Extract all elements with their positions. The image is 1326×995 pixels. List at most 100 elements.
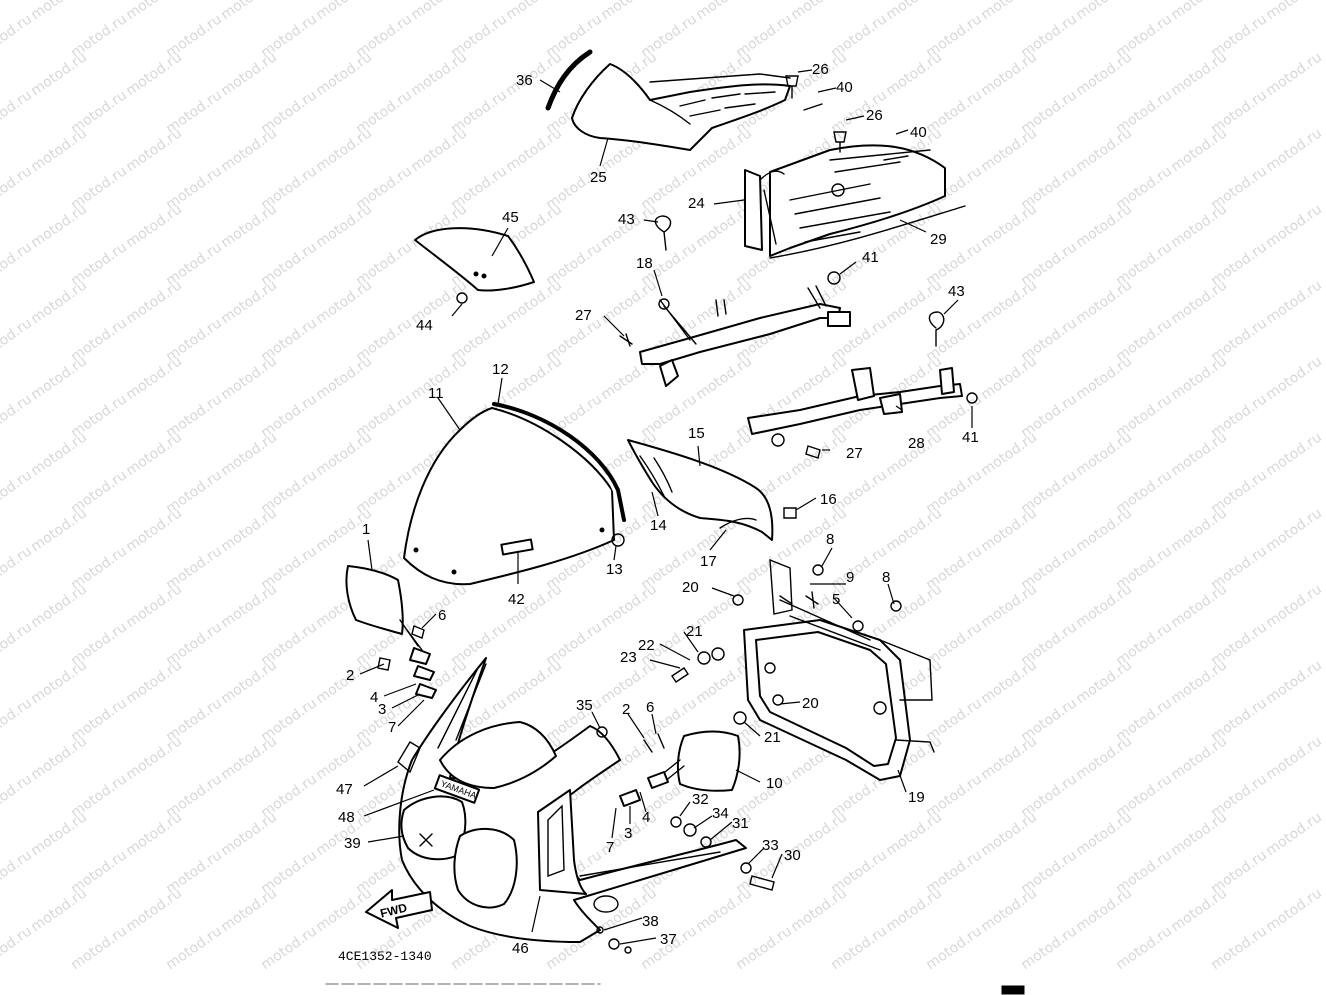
callout-c36a: 36 [516,72,533,89]
watermark-text: motod.ru [313,733,375,783]
watermark-text: motod.ru [1168,429,1230,479]
watermark-text: motod.ru [0,923,35,973]
watermark-text: motod.ru [218,277,280,327]
callout-c33: 33 [762,837,779,854]
watermark-text: motod.ru [1168,353,1230,403]
watermark-text: motod.ru [0,163,35,213]
watermark-text: motod.ru [1263,885,1325,935]
callout-c2a: 2 [346,667,354,684]
callout-c15: 15 [688,425,705,442]
callout-c13: 13 [606,561,623,578]
part-12-trim [492,402,626,522]
watermark-text: motod.ru [883,0,945,23]
watermark-text: motod.ru [123,809,185,859]
callout-c29: 29 [930,231,947,248]
watermark-text: motod.ru [1073,0,1135,23]
watermark-text: motod.ru [0,847,35,897]
watermark-text: motod.ru [313,353,375,403]
watermark-text: motod.ru [313,201,375,251]
callout-c5: 5 [832,591,840,608]
watermark-text: motod.ru [978,657,1040,707]
watermark-text: motod.ru [123,0,185,23]
watermark-text: motod.ru [123,49,185,99]
watermark-text: motod.ru [883,809,945,859]
callout-c34: 34 [712,805,729,822]
watermark-text: motod.ru [218,885,280,935]
watermark-text: motod.ru [1073,885,1135,935]
watermark-text: motod.ru [978,49,1040,99]
watermark-text: motod.ru [28,657,90,707]
watermark-text: motod.ru [258,923,320,973]
watermark-text: motod.ru [1073,505,1135,555]
callout-c40b: 40 [910,124,927,141]
watermark-text: motod.ru [0,543,35,593]
watermark-text: motod.ru [28,809,90,859]
watermark-text: motod.ru [598,0,660,23]
watermark-text: motod.ru [28,125,90,175]
watermark-text: motod.ru [1073,581,1135,631]
watermark-text: motod.ru [598,581,660,631]
watermark-text: motod.ru [828,923,890,973]
callout-c27a: 27 [575,307,592,324]
callout-c47: 47 [336,781,353,798]
watermark-text: motod.ru [788,505,850,555]
watermark-text: motod.ru [1263,0,1325,23]
watermark-text: motod.ru [978,125,1040,175]
watermark-text: motod.ru [0,87,35,137]
watermark-text: motod.ru [123,201,185,251]
watermark-text: motod.ru [28,49,90,99]
watermark-text: motod.ru [1263,277,1325,327]
drawing-code: 4CE1352-1340 [338,949,432,964]
watermark-text: motod.ru [788,353,850,403]
watermark-text: motod.ru [28,277,90,327]
watermark-text: motod.ru [503,657,565,707]
watermark-text: motod.ru [123,429,185,479]
callout-c44: 44 [416,317,433,334]
watermark-text: motod.ru [1073,277,1135,327]
watermark-text: motod.ru [1263,809,1325,859]
callout-c10: 10 [766,775,783,792]
watermark-text: motod.ru [218,201,280,251]
watermark-text: motod.ru [218,429,280,479]
callout-c6b: 6 [646,699,654,716]
watermark-text: motod.ru [1263,125,1325,175]
watermark-text: motod.ru [123,581,185,631]
watermark-text: motod.ru [1168,125,1230,175]
watermark-text: motod.ru [693,353,755,403]
callout-c27b: 27 [846,445,863,462]
watermark-text: motod.ru [788,0,850,23]
part-19-stay-frame [743,558,935,781]
watermark-text: motod.ru [1263,429,1325,479]
watermark-text: motod.ru [123,277,185,327]
watermark-text: motod.ru [1113,923,1175,973]
callout-c41b: 41 [962,429,979,446]
callout-c41a: 41 [862,249,879,266]
watermark-text: motod.ru [1073,657,1135,707]
part-1-mirror-left [345,565,437,699]
watermark-text: motod.ru [408,49,470,99]
watermark-text: motod.ru [28,505,90,555]
callout-c8b: 8 [882,569,890,586]
watermark-text: motod.ru [978,429,1040,479]
watermark-text: motod.ru [313,49,375,99]
callout-c39: 39 [344,835,361,852]
watermark-text: motod.ru [28,429,90,479]
leader-lines [359,69,973,945]
callout-c21b: 21 [764,729,781,746]
callout-c7a: 7 [388,719,396,736]
fwd-label: FWD [379,900,409,920]
watermark-text: motod.ru [1263,733,1325,783]
callout-c46: 46 [512,940,529,957]
part-25-inner-panel [571,63,791,151]
watermark-text: motod.ru [503,0,565,23]
watermark-text: motod.ru [28,733,90,783]
watermark-text: motod.ru [123,733,185,783]
watermark-text: motod.ru [1073,429,1135,479]
watermark-text: motod.ru [1208,923,1270,973]
watermark-text: motod.ru [978,201,1040,251]
watermark-text: motod.ru [1168,809,1230,859]
callout-c32: 32 [692,791,709,808]
watermark-text: motod.ru [978,809,1040,859]
callout-c40a: 40 [836,79,853,96]
callout-c35: 35 [576,697,593,714]
